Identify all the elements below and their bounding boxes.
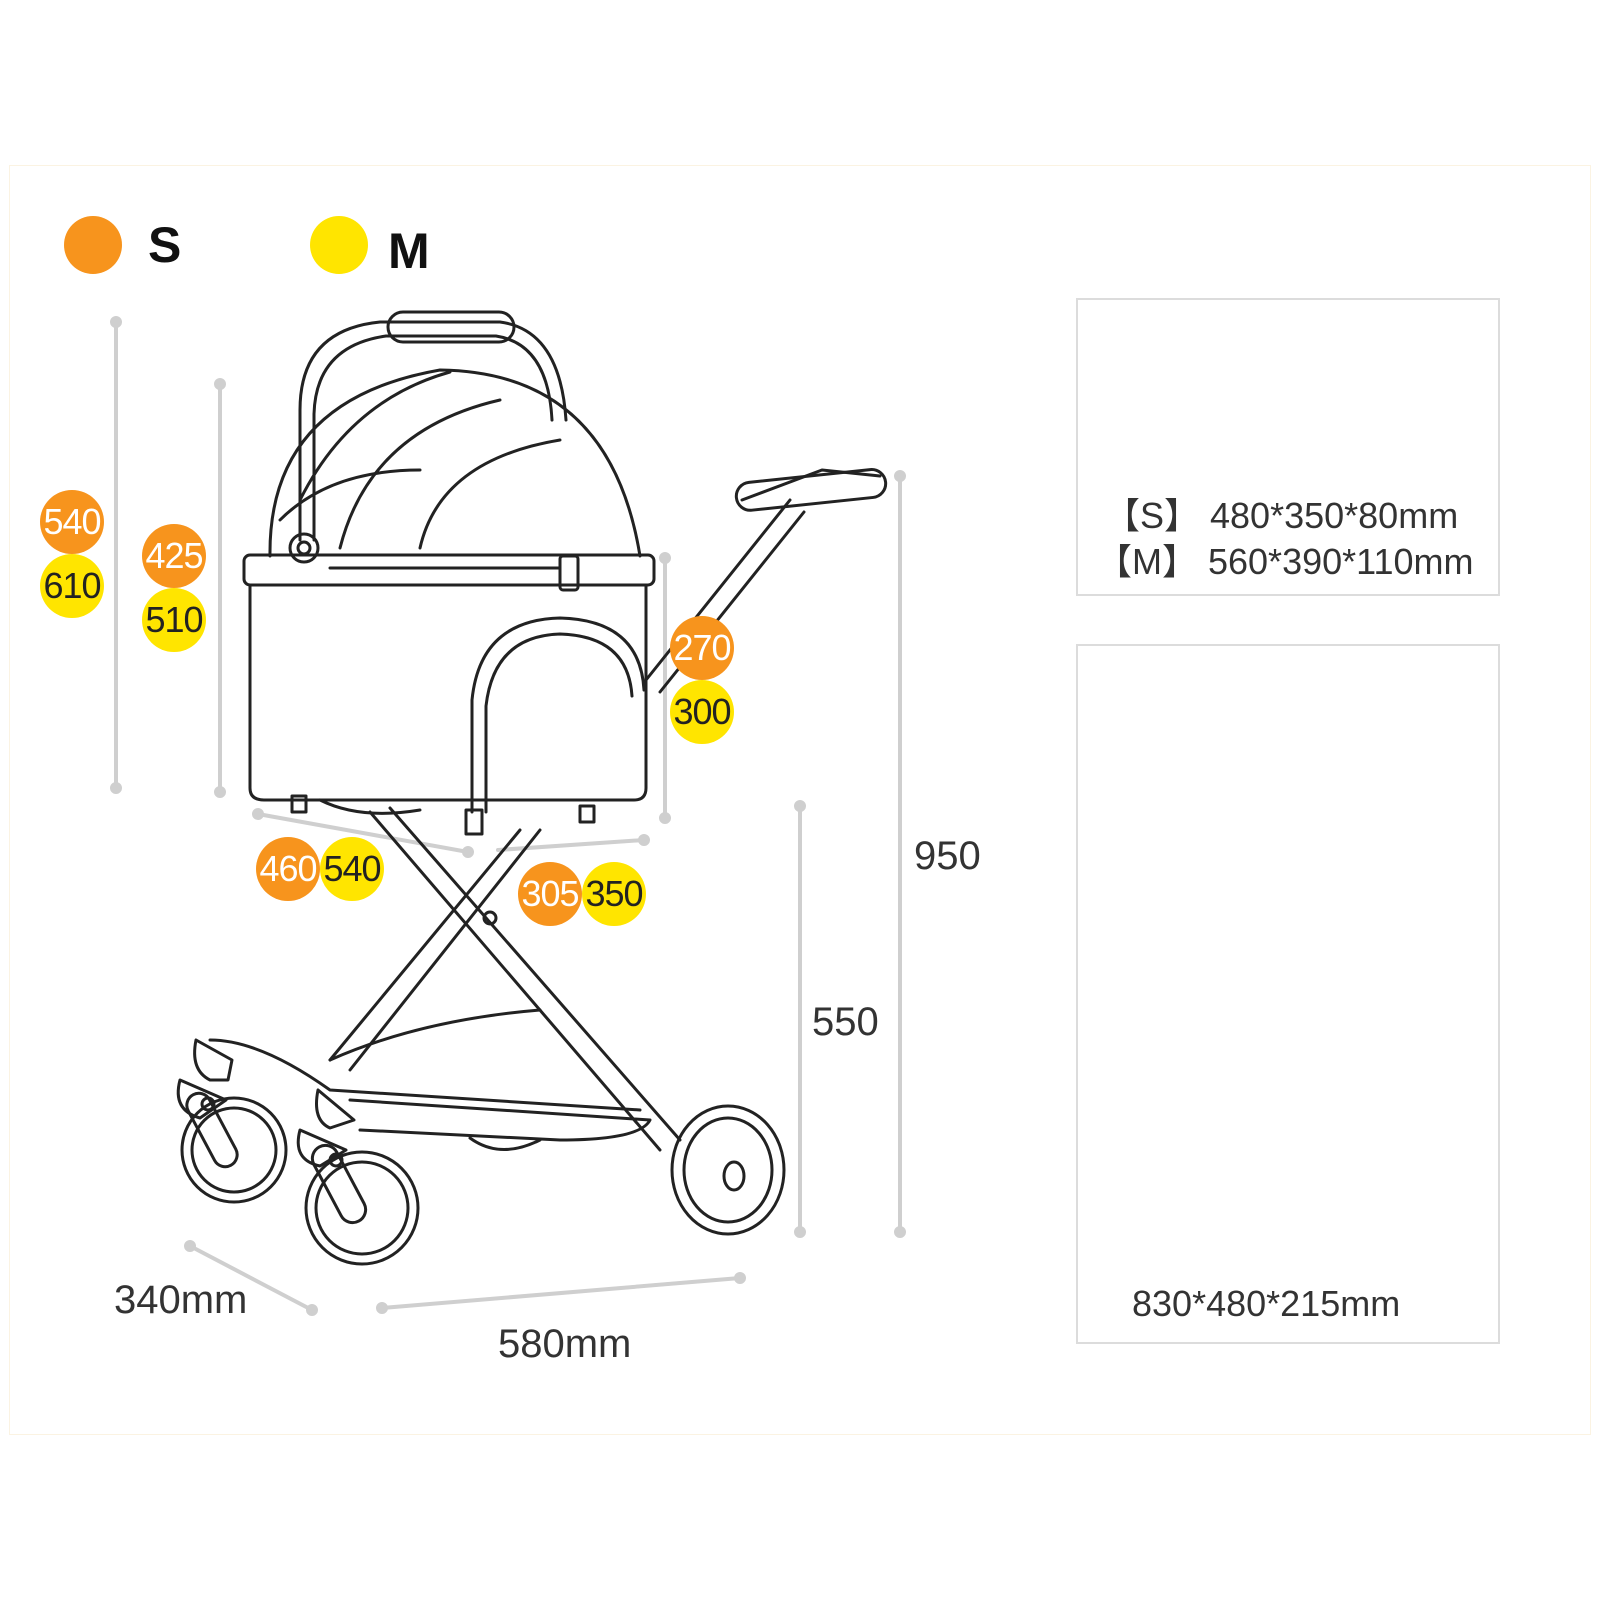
folded-carrier-panel: [1076, 298, 1500, 596]
folded-frame-size: 830*480*215mm: [1132, 1283, 1401, 1324]
label-wheel-length: 580mm: [498, 1322, 632, 1366]
badge-front-height-m: 300: [670, 680, 734, 744]
legend-dot-s: [64, 216, 122, 274]
badge-width-m: 350: [582, 862, 646, 926]
legend-dot-m: [310, 216, 368, 274]
badge-total-height-s: 540: [40, 490, 104, 554]
folded-carrier-size-m: 【M】 560*390*110mm: [1096, 541, 1474, 582]
badge-total-height-m: 610: [40, 554, 104, 618]
folded-frame-panel: [1076, 644, 1500, 1344]
label-wheel-width: 340mm: [114, 1278, 248, 1322]
badge-box-height-s: 425: [142, 524, 206, 588]
stroller-outline: [176, 310, 888, 1266]
badge-length-s: 460: [256, 837, 320, 901]
legend-label-s: S: [148, 217, 182, 273]
badge-box-height-m: 510: [142, 588, 206, 652]
legend-label-m: M: [388, 223, 430, 279]
label-seat-height: 550: [812, 1000, 879, 1044]
badge-length-m: 540: [320, 837, 384, 901]
label-overall-height: 950: [914, 834, 981, 878]
badge-front-height-s: 270: [670, 616, 734, 680]
folded-carrier-size-s: 【S】 480*350*80mm: [1104, 495, 1459, 536]
badge-width-s: 305: [518, 862, 582, 926]
